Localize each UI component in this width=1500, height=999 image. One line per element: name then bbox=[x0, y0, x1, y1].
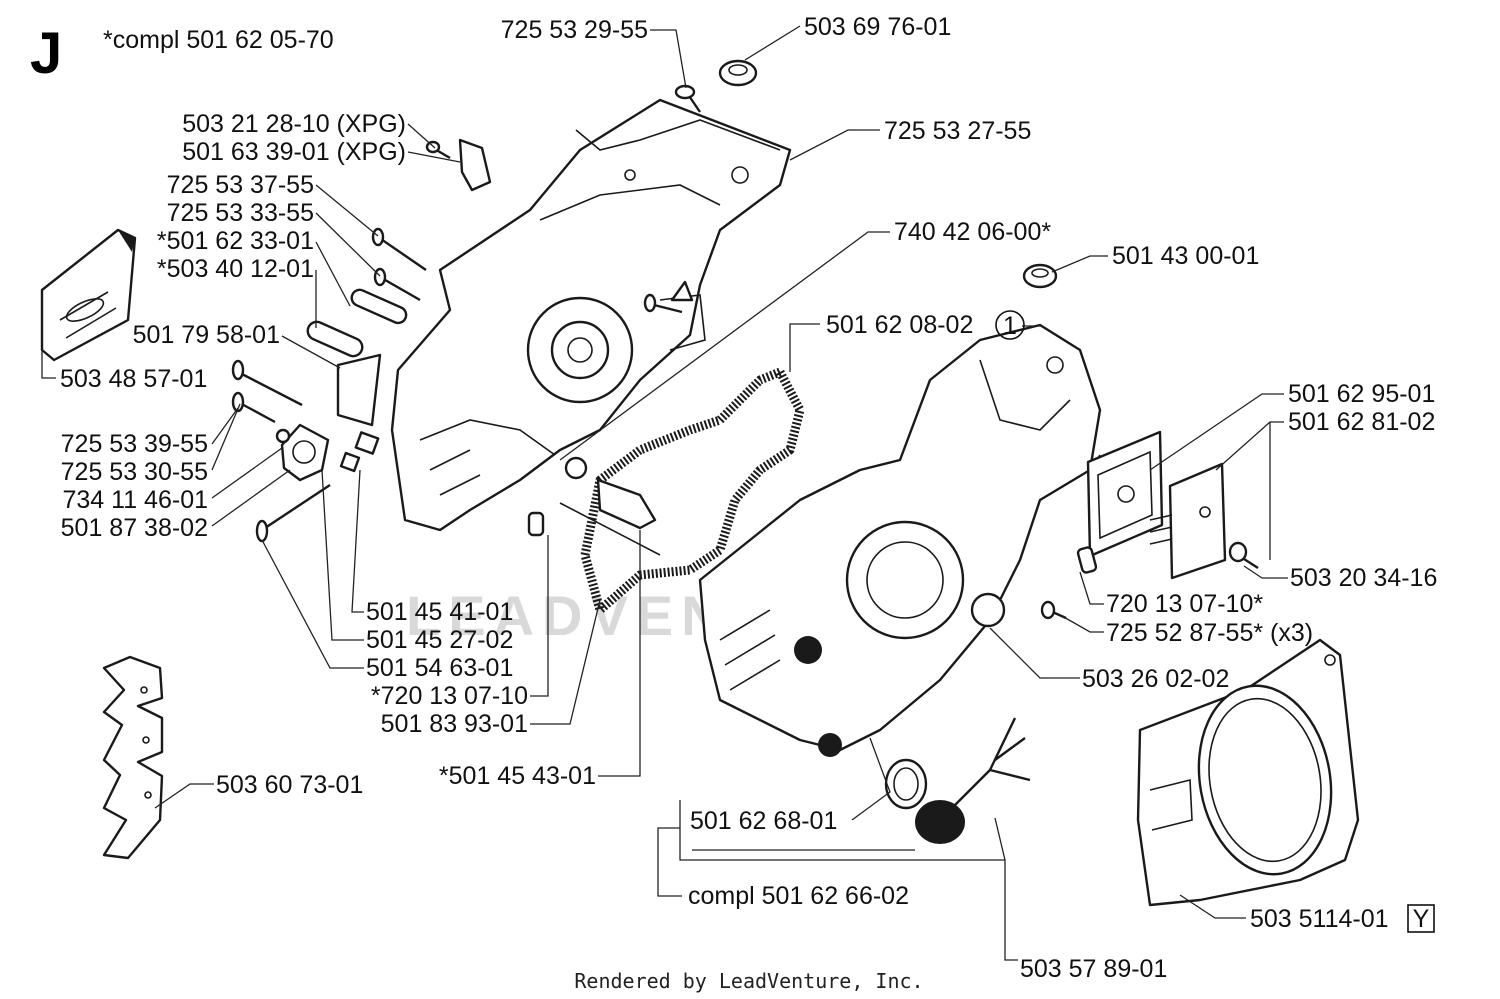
part-label: 503 5114-01 bbox=[1250, 905, 1389, 933]
part-label: 725 53 37-55 bbox=[167, 171, 314, 199]
part-label: 501 87 38-02 bbox=[61, 514, 208, 542]
part-labels: 725 53 29-55 503 69 76-01 503 21 28-10 (… bbox=[60, 13, 1437, 983]
part-label: *501 45 43-01 bbox=[439, 762, 596, 790]
compl-note: *compl 501 62 05-70 bbox=[103, 26, 334, 54]
part-label: 503 69 76-01 bbox=[804, 13, 951, 41]
left-crankcase-half bbox=[390, 98, 792, 532]
part-label: 725 53 27-55 bbox=[884, 117, 1031, 145]
part-label: 501 62 68-01 bbox=[690, 807, 837, 835]
part-label: *720 13 07-10 bbox=[371, 682, 528, 710]
crankcase-gasket bbox=[580, 367, 805, 615]
part-label: 501 45 41-01 bbox=[366, 598, 513, 626]
part-label: compl 501 62 66-02 bbox=[688, 882, 909, 910]
part-label: 740 42 06-00* bbox=[894, 218, 1051, 246]
bar-plate-part bbox=[40, 228, 137, 362]
part-label: 501 62 81-02 bbox=[1288, 408, 1435, 436]
part-label: 503 57 89-01 bbox=[1020, 955, 1167, 983]
part-label: 501 45 27-02 bbox=[366, 626, 513, 654]
oil-cap-part bbox=[884, 717, 1031, 844]
callout-circle bbox=[995, 310, 1025, 340]
part-label: 503 21 28-10 (XPG) bbox=[182, 110, 406, 138]
part-label: 501 83 93-01 bbox=[381, 710, 528, 738]
section-letter: J bbox=[30, 21, 62, 86]
part-label: 501 54 63-01 bbox=[366, 654, 513, 682]
leader-lines bbox=[41, 25, 1288, 961]
part-drawings bbox=[40, 59, 1360, 907]
bumper-spike-part bbox=[102, 655, 164, 860]
part-label: 503 48 57-01 bbox=[60, 365, 207, 393]
box-marker-frame bbox=[1407, 904, 1435, 933]
callout-number: 1 bbox=[1003, 312, 1017, 340]
right-crankcase-half bbox=[698, 323, 1102, 757]
part-label: *503 40 12-01 bbox=[157, 255, 314, 283]
av-mount-part bbox=[275, 423, 330, 482]
part-label: *501 62 33-01 bbox=[157, 227, 314, 255]
filter-plate-part bbox=[1040, 430, 1259, 620]
part-label: 725 53 30-55 bbox=[61, 458, 208, 486]
part-label: 503 26 02-02 bbox=[1082, 665, 1229, 693]
part-label: 501 63 39-01 (XPG) bbox=[182, 138, 406, 166]
oil-pump-part bbox=[559, 456, 661, 556]
grommet-parts bbox=[718, 59, 1058, 289]
part-label: 503 60 73-01 bbox=[216, 771, 363, 799]
part-label: 720 13 07-10* bbox=[1106, 590, 1263, 618]
footer-credit: Rendered by LeadVenture, Inc. bbox=[574, 969, 923, 993]
part-label: 725 53 29-55 bbox=[501, 16, 648, 44]
part-label: 725 53 33-55 bbox=[167, 199, 314, 227]
part-label: 725 53 39-55 bbox=[61, 430, 208, 458]
box-marker: Y bbox=[1413, 905, 1430, 933]
starter-cover-part bbox=[1136, 638, 1360, 907]
part-label: 501 62 08-02 bbox=[826, 311, 973, 339]
part-label: 503 20 34-16 bbox=[1290, 564, 1437, 592]
part-label: 734 11 46-01 bbox=[63, 486, 209, 514]
part-label: 501 43 00-01 bbox=[1112, 242, 1259, 270]
part-label: 501 62 95-01 bbox=[1288, 380, 1435, 408]
part-label: 725 52 87-55* (x3) bbox=[1106, 619, 1313, 647]
part-label: 501 79 58-01 bbox=[133, 321, 280, 349]
